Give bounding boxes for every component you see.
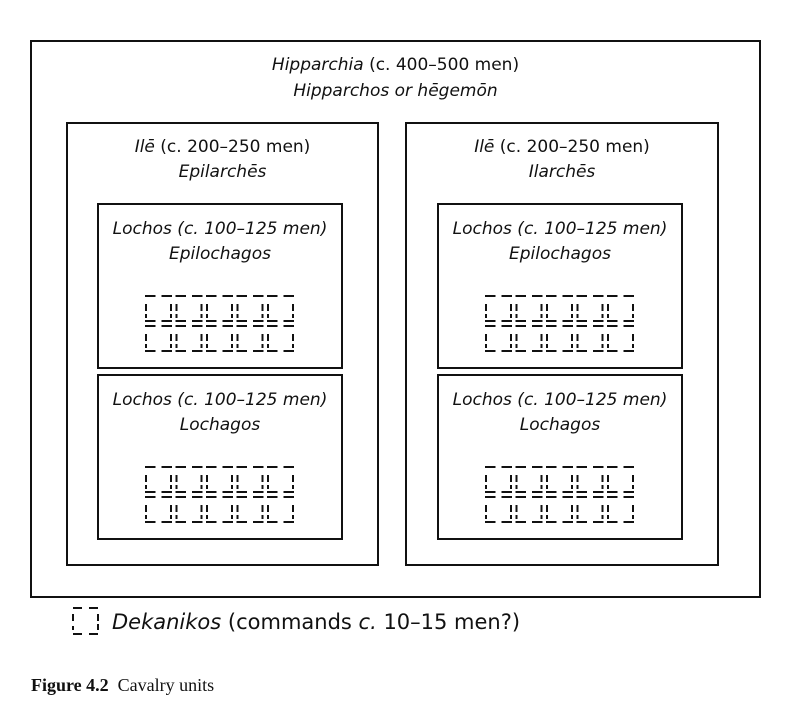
legend-text-b: 10–15 men?)	[376, 610, 521, 634]
ile-left-size: (c. 200–250 men)	[154, 137, 311, 157]
squad-grid-2	[145, 466, 294, 523]
lochos-title-1: Lochos (c. 100–125 men)	[112, 219, 328, 239]
lochos-commander-2: Lochagos	[179, 415, 261, 435]
caption-text: Cavalry units	[117, 675, 215, 695]
caption-label: Figure 4.2	[31, 675, 109, 695]
squad-grid-3	[485, 295, 634, 352]
lochos-box-4	[437, 374, 683, 540]
hipparchia-title: Hipparchia (c. 400–500 men)	[30, 54, 761, 76]
dekanikos-legend-icon	[72, 607, 99, 635]
lochos-commander-3: Epilochagos	[509, 244, 611, 264]
ile-right-title: Ilē (c. 200–250 men)	[405, 136, 719, 158]
hipparchia-size: (c. 400–500 men)	[363, 55, 520, 75]
figure-caption: Figure 4.2 Cavalry units	[31, 674, 214, 696]
hipparchia-name: Hipparchia	[271, 55, 364, 75]
lochos-commander-4: Lochagos	[519, 415, 601, 435]
lochos-title-2: Lochos (c. 100–125 men)	[112, 390, 328, 410]
hipparchia-commander: Hipparchos or hēgemōn	[293, 81, 498, 101]
ile-right-commander: Ilarchēs	[528, 162, 596, 182]
lochos-commander-1: Epilochagos	[169, 244, 271, 264]
ile-left-name: Ilē	[134, 137, 155, 157]
legend-term: Dekanikos	[112, 610, 222, 634]
ile-right-size: (c. 200–250 men)	[494, 137, 650, 157]
ile-left-commander: Epilarchēs	[178, 162, 267, 182]
lochos-box-1	[97, 203, 343, 369]
ile-right-name: Ilē	[474, 137, 495, 157]
ile-left-title: Ilē (c. 200–250 men)	[66, 136, 379, 158]
lochos-box-2	[97, 374, 343, 540]
legend-text: Dekanikos (commands c. 10–15 men?)	[112, 609, 520, 635]
squad-grid-1	[145, 295, 294, 352]
lochos-title-3: Lochos (c. 100–125 men)	[452, 219, 668, 239]
legend-circa: c.	[358, 610, 377, 634]
lochos-title-4: Lochos (c. 100–125 men)	[452, 390, 668, 410]
lochos-box-3	[437, 203, 683, 369]
squad-grid-4	[485, 466, 634, 523]
legend-text-a: (commands	[221, 610, 359, 634]
